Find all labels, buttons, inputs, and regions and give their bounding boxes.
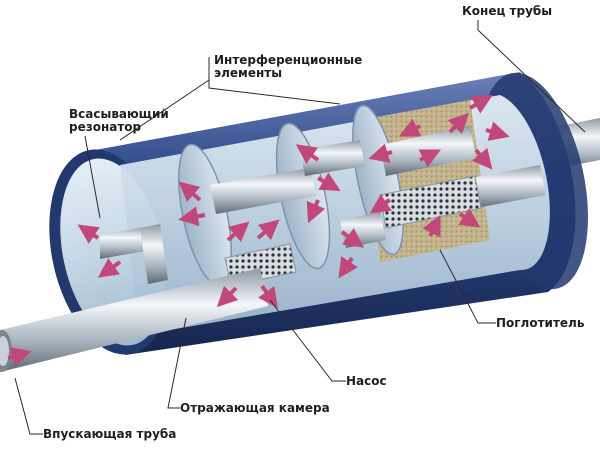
exhaust-flow-arrow-icon (471, 147, 493, 170)
exhaust-flow-arrow-icon (7, 347, 32, 367)
exhaust-flow-arrow-icon (485, 121, 510, 141)
leader-line-absorber (439, 249, 496, 324)
exhaust-flow-arrow-icon (216, 285, 239, 308)
leader-line-interference (119, 57, 341, 141)
leader-line-pipe-end (477, 20, 586, 133)
label-suction-line2: резонатор (69, 120, 142, 134)
exhaust-flow-arrow-icon (418, 149, 441, 168)
leader-line-inlet (14, 377, 43, 435)
exhaust-flow-arrow-icon (340, 228, 365, 248)
exhaust-flow-arrow-icon (317, 172, 341, 191)
inlet-pipe (0, 268, 268, 372)
exhaust-flow-arrow-icon (338, 256, 358, 279)
suction-resonator-pipe (100, 224, 168, 284)
label-absorber: Поглотитель (496, 316, 585, 330)
exhaust-flow-arrow-icon (295, 144, 320, 164)
exhaust-flow-arrow-icon (306, 199, 326, 224)
exhaust-flow-arrow-icon (399, 118, 422, 137)
label-pipe-end: Конец трубы (462, 4, 553, 18)
label-suction-line1: Всасывающий (69, 107, 169, 121)
exhaust-flow-arrow-icon (469, 95, 493, 114)
exhaust-flow-arrow-icon (258, 284, 278, 309)
leader-line-chamber (167, 317, 187, 409)
exhaust-flow-arrow-icon (447, 112, 470, 135)
exhaust-flow-arrow-icon (422, 215, 441, 238)
label-reflecting-chamber: Отражающая камера (180, 401, 330, 415)
label-inlet-pipe: Впускающая труба (43, 427, 177, 441)
exhaust-flow-arrow-icon (458, 208, 481, 228)
label-interference-elements: Интерференционные элементы (214, 54, 362, 80)
exhaust-flow-arrow-icon (256, 219, 280, 241)
label-interference-line2: элементы (214, 66, 283, 80)
leader-lines (14, 20, 586, 435)
flow-arrows (7, 95, 510, 367)
exhaust-flow-arrow-icon (178, 181, 202, 203)
leader-line-pump (269, 299, 346, 382)
exhaust-flow-arrow-icon (178, 206, 206, 227)
exhaust-flow-arrow-icon (368, 143, 393, 163)
label-suction-resonator: Всасывающий резонатор (69, 108, 169, 134)
label-interference-line1: Интерференционные (214, 53, 363, 67)
exhaust-flow-arrow-icon (369, 194, 392, 214)
leader-line-suction (84, 135, 101, 219)
exhaust-flow-arrow-icon (77, 224, 100, 244)
exhaust-flow-arrow-icon (226, 221, 250, 243)
exhaust-flow-arrow-icon (97, 258, 122, 278)
label-pump: Насос (346, 374, 387, 388)
